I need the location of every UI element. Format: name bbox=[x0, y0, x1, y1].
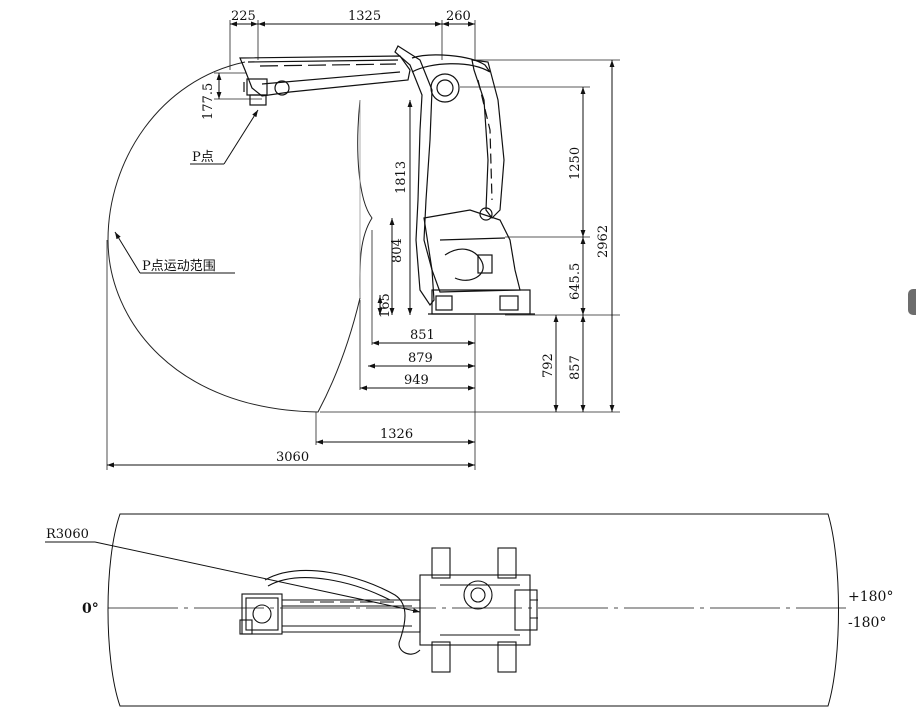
side-view bbox=[106, 20, 620, 470]
dim-177-5: 177.5 bbox=[201, 83, 216, 120]
radius-label: R3060 bbox=[46, 527, 89, 542]
dim-165: 165 bbox=[378, 293, 393, 318]
top-view bbox=[45, 513, 846, 707]
dim-1813: 1813 bbox=[394, 161, 409, 194]
top-view-labels: R3060 0° +180° -180° bbox=[46, 527, 893, 631]
dim-792: 792 bbox=[541, 353, 556, 378]
dim-1325: 1325 bbox=[348, 9, 381, 24]
side-panel-tab[interactable] bbox=[908, 289, 916, 315]
robot-top-outline bbox=[239, 547, 538, 673]
dim-851: 851 bbox=[410, 328, 435, 343]
dim-3060: 3060 bbox=[276, 450, 309, 465]
dim-2962: 2962 bbox=[596, 225, 611, 258]
dim-804: 804 bbox=[390, 238, 405, 263]
dim-949: 949 bbox=[404, 373, 429, 388]
dim-225: 225 bbox=[231, 9, 256, 24]
dim-879: 879 bbox=[408, 351, 433, 366]
side-view-labels: 225 1325 260 177.5 1813 804 165 1250 645… bbox=[142, 9, 611, 465]
p-point-label: P点 bbox=[192, 150, 214, 165]
angle-minus-label: -180° bbox=[848, 615, 886, 631]
motion-range-envelope bbox=[107, 61, 373, 413]
dim-1250: 1250 bbox=[568, 147, 583, 180]
dim-1326: 1326 bbox=[380, 427, 413, 442]
rotation-envelope bbox=[107, 513, 839, 707]
p-range-label: P点运动范围 bbox=[142, 259, 216, 274]
dim-645-5: 645.5 bbox=[568, 263, 583, 300]
angle-zero-label: 0° bbox=[82, 601, 99, 617]
dim-857: 857 bbox=[568, 355, 583, 380]
dim-260: 260 bbox=[446, 9, 471, 24]
angle-plus-label: +180° bbox=[848, 589, 893, 605]
extension-lines bbox=[106, 20, 620, 470]
robot-side-outline bbox=[239, 45, 535, 315]
